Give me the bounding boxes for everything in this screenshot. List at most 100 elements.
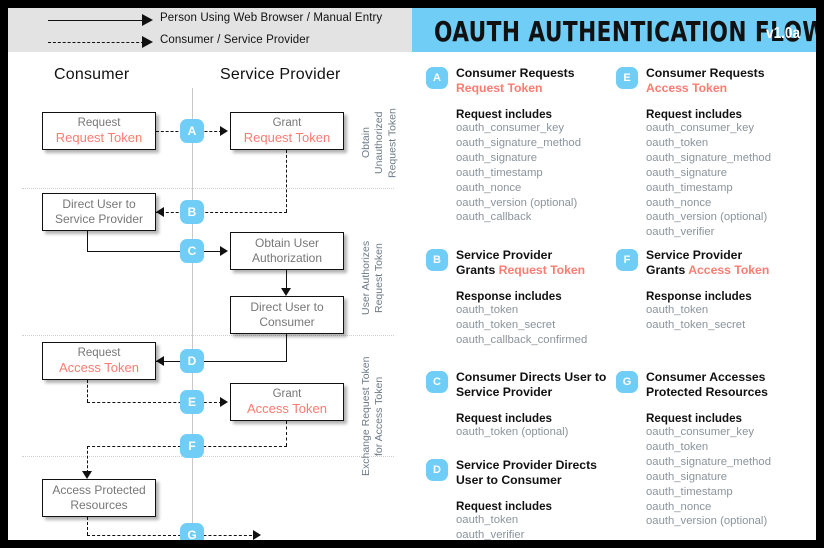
param-item: oauth_signature [456,151,538,164]
badge-f: F [180,434,204,458]
phase-label-user-authorizes: User Authorizes Request Token [360,240,386,316]
section-heading: Consumer Accesses Protected Resources [646,370,802,401]
param-item: oauth_token (optional) [456,425,569,438]
arrowhead-icon [220,246,228,256]
section-heading-line1: Consumer Requests [456,66,575,80]
param-item: oauth_token [646,440,709,453]
phase-separator-2 [22,335,394,336]
param-item: oauth_token_secret [456,318,556,331]
section-heading-prefix: Grants [456,263,499,278]
poster-canvas: Person Using Web Browser / Manual Entry … [8,8,816,540]
section-heading-line1: Consumer Requests [646,66,765,80]
param-item: oauth_consumer_key [456,121,565,134]
edge-e-horizontal [87,402,222,403]
section-params: oauth_token (optional) [456,425,612,440]
node-line-2: Resources [70,498,128,512]
node-consumer-access-protected-resources: Access Protected Resources [42,479,156,517]
param-item: oauth_token [646,136,709,149]
node-line-1: Grant [272,388,302,401]
section-heading-prefix: Grants [646,263,689,278]
column-title-service-provider: Service Provider [220,66,341,83]
node-line-2: Request Token [55,130,143,146]
legend-label-manual: Person Using Web Browser / Manual Entry [160,12,383,24]
detail-section-c: C Consumer Directs User to Service Provi… [426,370,612,440]
param-item: oauth_signature_method [646,151,771,164]
param-item: oauth_timestamp [456,166,543,179]
badge-a: A [426,67,448,89]
badge-d: D [180,349,204,373]
edge-auth-to-direct [286,270,287,290]
section-heading: Consumer Requests Access Token [646,66,802,97]
section-subtitle: Request includes [646,411,742,425]
edge-b-horizontal [156,212,287,213]
badge-f: F [616,249,638,271]
param-item: oauth_signature [646,166,728,179]
param-item: oauth_callback_confirmed [456,333,588,346]
section-subtitle: Response includes [646,289,752,303]
badge-e: E [180,390,204,414]
section-params: oauth_token oauth_verifier [456,513,612,540]
edge-d-vertical [286,334,287,361]
solid-line-sample [48,20,144,21]
param-item: oauth_timestamp [646,181,733,194]
section-heading: Consumer Directs User to Service Provide… [456,370,612,401]
arrowhead-icon [220,126,228,136]
edge-g-vertical [87,517,88,535]
page-title: OAUTH AUTHENTICATION FLOW [434,15,816,48]
section-heading: Service Provider Directs User to Consume… [456,458,612,489]
badge-b: B [426,249,448,271]
node-consumer-request-request-token: Request Request Token [42,112,156,150]
edge-b-vertical [286,150,287,212]
badge-g: G [616,371,638,393]
param-item: oauth_token [456,513,519,526]
phase-separator-1 [22,188,394,189]
legend-label-automated: Consumer / Service Provider [160,34,310,46]
arrowhead-icon [281,288,291,296]
node-line-2: Authorization [251,251,323,265]
section-heading-line2: Service Provider [456,385,553,400]
param-item: oauth_token_secret [646,318,746,331]
section-heading-line2: Access Token [646,81,728,96]
detail-section-e: E Consumer Requests Access Token Request… [616,66,802,240]
arrowhead-icon [82,471,92,479]
edge-d-horizontal [156,361,287,362]
section-subtitle: Request includes [456,107,552,121]
param-item: oauth_callback [456,211,532,224]
badge-d: D [426,459,448,481]
section-heading-line2: Request Token [498,263,586,278]
param-item: oauth_consumer_key [646,425,755,438]
section-params: oauth_consumer_key oauth_token oauth_signa… [646,425,802,529]
section-subtitle: Response includes [456,289,562,303]
legend: Person Using Web Browser / Manual Entry … [8,8,412,52]
badge-c: C [180,239,204,263]
section-heading-line2: User to Consumer [456,473,562,488]
arrowhead-icon [156,356,164,366]
section-heading-line1: Service Provider Directs [456,458,597,472]
section-heading: Service Provider Grants Access Token [646,248,802,279]
edge-f-vertical-1 [286,421,287,446]
node-line-1: Request [77,117,121,130]
badge-b: B [180,200,204,224]
param-item: oauth_version (optional) [456,196,578,209]
edge-e-vertical [87,380,88,402]
badge-g: G [180,523,204,540]
section-heading-line2: Access Token [688,263,770,278]
detail-section-f: F Service Provider Grants Access Token R… [616,248,802,333]
node-line-1: Obtain User [254,236,320,251]
section-heading: Consumer Requests Request Token [456,66,612,97]
legend-row-automated: Consumer / Service Provider [8,32,412,54]
arrowhead-icon [156,207,164,217]
param-item: oauth_signature [646,470,728,483]
param-item: oauth_nonce [456,181,522,194]
node-line-2: Access Token [59,360,139,376]
node-sp-obtain-user-authorization: Obtain User Authorization [230,232,344,270]
section-heading-line1: Consumer Directs User to [456,370,607,384]
param-item: oauth_verifier [456,528,525,540]
param-item: oauth_nonce [646,196,712,209]
version-label: v1.0a [765,25,800,42]
title-banner: OAUTH AUTHENTICATION FLOW v1.0a [412,8,816,52]
